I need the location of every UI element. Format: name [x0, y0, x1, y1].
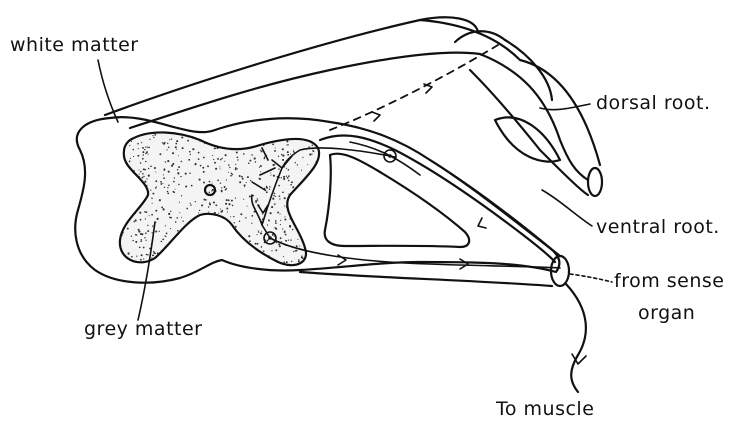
label-dorsal-root: dorsal root.	[596, 94, 711, 113]
dorsal-root-upper	[480, 54, 588, 180]
leader-ventral-root	[542, 190, 592, 226]
arrow-motor-2	[460, 259, 468, 269]
leader-sense	[570, 274, 612, 282]
dashed-fibre	[330, 45, 498, 130]
label-from-sense: from sense	[614, 272, 724, 291]
label-organ: organ	[638, 304, 695, 323]
label-ventral-root: ventral root.	[596, 218, 720, 237]
dashed-arrow-1	[372, 112, 380, 121]
leader-dorsal-root	[540, 104, 590, 110]
grey-matter-region	[114, 124, 331, 275]
label-grey-matter: grey matter	[84, 320, 202, 339]
arrow-sensory	[478, 218, 486, 228]
label-to-muscle: To muscle	[496, 400, 594, 419]
dorsal-root-end	[588, 168, 602, 196]
to-muscle-nerve	[566, 284, 586, 392]
dorsal-root-inner	[495, 117, 560, 161]
arrow-motor-1	[338, 255, 346, 265]
motor-neurone	[270, 238, 560, 268]
root-loop-inner	[325, 154, 469, 247]
label-white-matter: white matter	[10, 36, 139, 55]
cord-top-ridge	[130, 53, 480, 128]
cord-back-outline	[105, 17, 478, 115]
spinal-nerve-bottom	[300, 272, 552, 286]
leader-white-matter	[98, 60, 118, 122]
spinal-nerve-top	[430, 160, 560, 256]
root-loop-outer	[320, 135, 555, 262]
dorsal-root-lower	[470, 70, 588, 195]
